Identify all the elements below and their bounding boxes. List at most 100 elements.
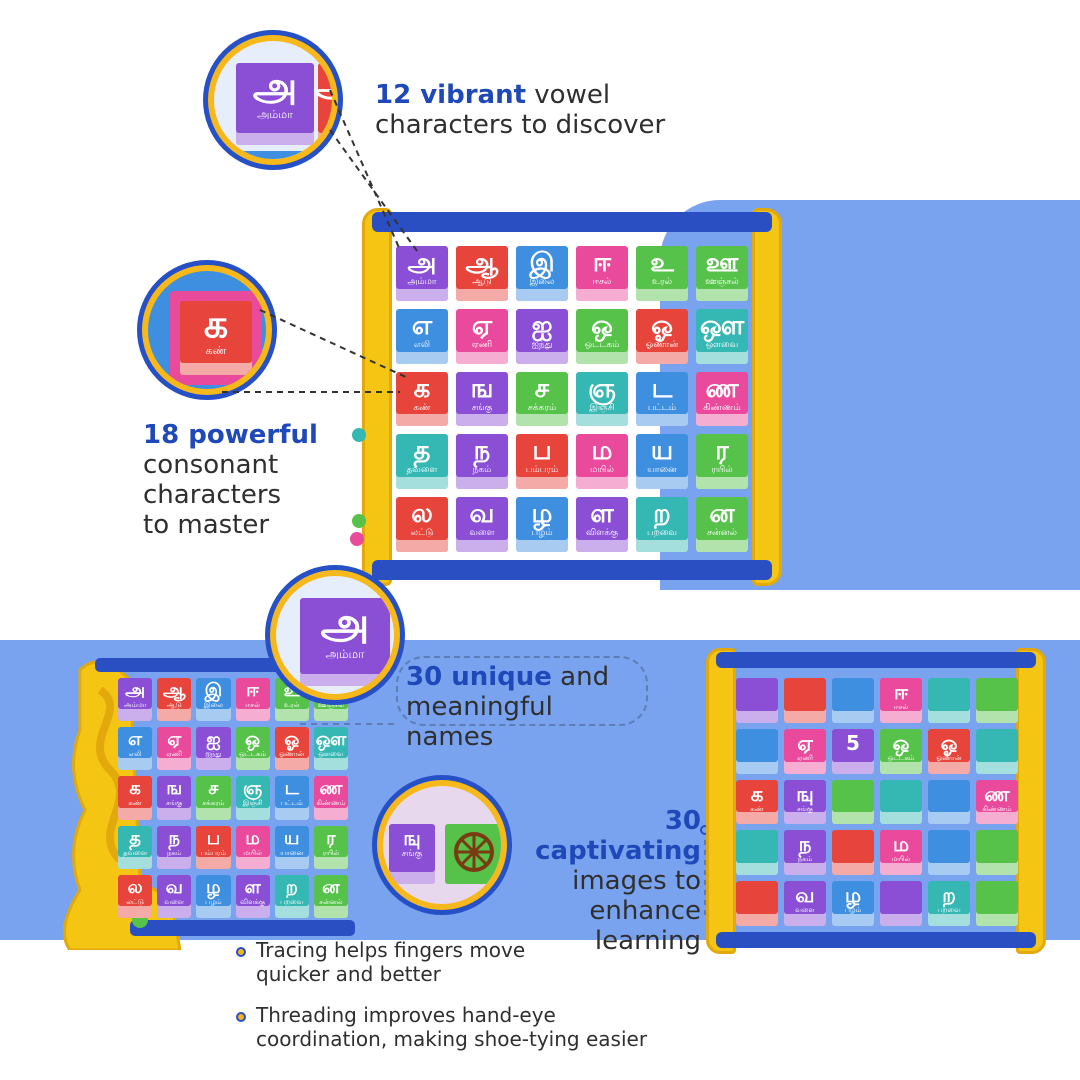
letter-cube[interactable]	[736, 678, 778, 723]
letter-cube-word: நகம்	[472, 465, 492, 476]
letter-cube-char: ஞ	[588, 373, 616, 404]
bead-green-2	[352, 514, 366, 528]
letter-cube[interactable]	[976, 728, 1018, 774]
letter-cube-char: ப	[532, 436, 552, 467]
letter-cube[interactable]	[928, 779, 970, 825]
letter-cube-char: க	[129, 778, 141, 800]
letter-cube[interactable]	[832, 678, 874, 723]
letter-cube-word: லட்டு	[126, 897, 144, 906]
letter-cube-word: ஊஞ்சல்	[705, 277, 739, 287]
letter-cube[interactable]	[736, 881, 778, 926]
letter-cube[interactable]	[928, 678, 970, 723]
letter-cube[interactable]	[976, 881, 1018, 926]
letter-cube[interactable]: ஙுசங்கு	[784, 779, 826, 825]
letter-cube-char: ஏ	[797, 730, 813, 755]
letter-cube[interactable]	[880, 881, 922, 926]
letter-cube[interactable]	[832, 779, 874, 825]
letter-cube[interactable]	[832, 830, 874, 876]
letter-cube-word: பட்டம்	[647, 402, 677, 413]
letter-cube[interactable]	[928, 830, 970, 876]
letter-cube[interactable]	[736, 728, 778, 774]
letter-cube-word: கண்	[128, 799, 142, 808]
letter-cube-word: தவளை	[406, 465, 438, 476]
letter-cube[interactable]	[976, 830, 1018, 876]
letter-cube[interactable]	[880, 779, 922, 825]
letter-cube[interactable]	[976, 678, 1018, 723]
letter-cube[interactable]	[784, 678, 826, 723]
letter-cube[interactable]: 5	[832, 728, 874, 774]
letter-cube-char: ஈ	[246, 680, 259, 701]
letter-cube[interactable]	[736, 830, 778, 876]
